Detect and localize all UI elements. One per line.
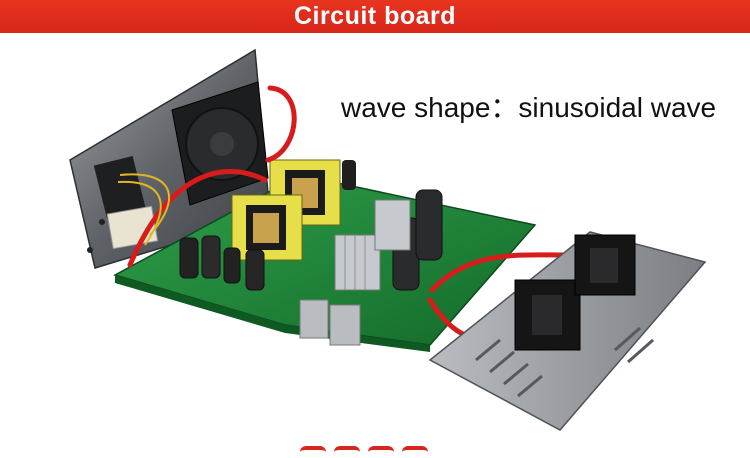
bottom-cropped-text (300, 446, 450, 458)
power-sockets (514, 234, 636, 351)
heatsinks (299, 199, 411, 346)
capacitors (179, 160, 443, 291)
product-photo (69, 48, 707, 431)
transformer-2 (231, 194, 303, 261)
banner-title: Circuit board (293, 2, 457, 30)
wave-shape-caption: wave shape：sinusoidal wave (341, 92, 717, 123)
yellow-wires (117, 173, 170, 246)
title-banner: Circuit board (0, 0, 750, 33)
